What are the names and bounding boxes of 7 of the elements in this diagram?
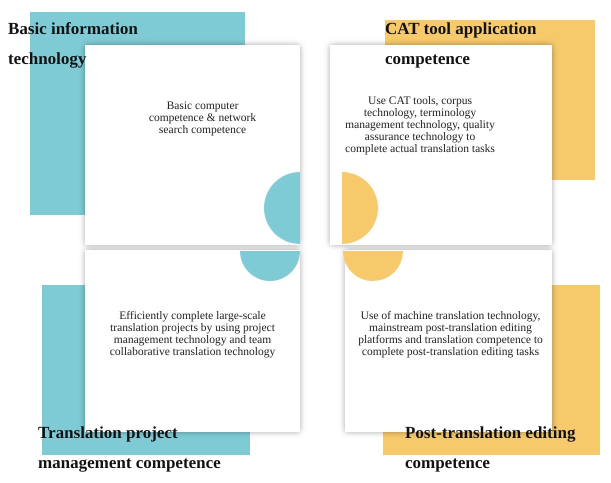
description-text: Use of machine translation technology, mainstream post-translation editing platforms and translation competence to complete post-translation editing tasks [357, 310, 544, 358]
description-text: Use CAT tools, corpus technology, terminology management technology, quality assurance technology to complete actual translation tasks [345, 95, 495, 156]
text-card [330, 45, 552, 245]
text-card [85, 45, 300, 245]
description-text: Efficiently complete large-scale translation projects by using project management technology and team collaborative translation technology [108, 310, 276, 358]
description-text: Basic computer competence & network search competence [148, 100, 258, 136]
heading: CAT tool application competence [385, 18, 538, 70]
